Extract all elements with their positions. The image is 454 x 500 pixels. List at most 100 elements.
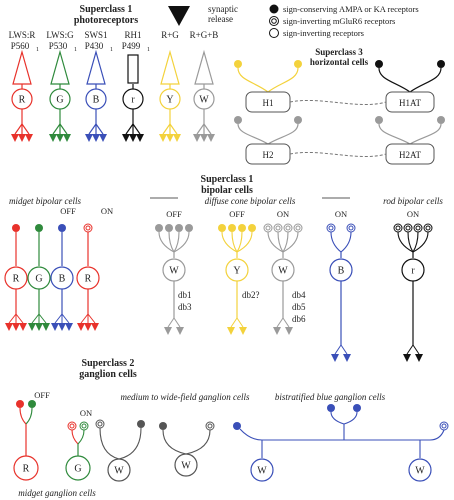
synapse-arrow-icon (19, 323, 27, 331)
double-receptor-icon (423, 223, 433, 233)
synapse-arrow-icon (85, 134, 93, 142)
bipolar-dendrite (412, 231, 429, 253)
h1-label: H1 (263, 98, 274, 108)
bipolar-branch (334, 344, 342, 355)
photoreceptor-name: R+G (161, 30, 179, 40)
ganglion-soma (250, 458, 274, 482)
synapse-arrow-icon (285, 327, 293, 335)
bipolar-branch (236, 317, 244, 328)
legend-label: sign-conserving AMPA or KA receptors (283, 4, 419, 14)
synapse-arrow-icon (200, 134, 208, 142)
double-receptor-inner (97, 421, 103, 427)
filled-receptor-icon (185, 224, 193, 232)
double-receptor-icon (403, 223, 413, 233)
cell-letter: G (74, 464, 81, 475)
bipolar-branch (412, 344, 420, 355)
double-receptor-icon (283, 223, 293, 233)
synapse-arrow-icon (122, 134, 130, 142)
synapse-arrow-icon (11, 134, 19, 142)
cell-letter: r (131, 95, 135, 106)
photoreceptor-name: SWS1 (84, 30, 107, 40)
bipolar-branch (282, 317, 290, 328)
cell-letter: Y (166, 95, 173, 106)
bipolar-dendrite (158, 231, 175, 253)
photoreceptors-title: Superclass 1 (80, 4, 133, 15)
photoreceptor-sub: 1 (110, 47, 113, 53)
db-label: db1 (178, 290, 192, 300)
double-receptor-inner (81, 423, 87, 429)
filled-receptor-icon (165, 224, 173, 232)
bipolar-branch (38, 313, 47, 324)
cell-letter: R (13, 274, 20, 285)
ganglion-subtitle: ganglion cells (79, 369, 137, 380)
cell-letter: W (278, 266, 288, 277)
double-receptor-inner (441, 423, 447, 429)
photoreceptor-branch (203, 123, 212, 135)
filled-receptor-icon (155, 224, 163, 232)
photoreceptor-branch (169, 123, 178, 135)
legend-label: sign-inverting receptors (283, 28, 364, 38)
double-receptor-inner (328, 225, 334, 231)
rod-on-label: ON (407, 209, 419, 219)
cell-letter: G (56, 95, 63, 106)
bipolar-dendrite (340, 231, 352, 253)
double-receptor-inner (395, 225, 401, 231)
db-label: db6 (292, 314, 306, 324)
double-receptor-inner (69, 423, 75, 429)
synapse-arrow-icon (63, 134, 71, 142)
photoreceptor-branch (21, 123, 30, 135)
synapse-arrow-icon (239, 327, 247, 335)
bipolar-branch (167, 317, 175, 328)
synapse-arrow-icon (129, 134, 137, 142)
synapse-arrow-icon (12, 323, 20, 331)
bipolar-title: Superclass 1 (201, 174, 254, 185)
bipolar-branch (61, 313, 70, 324)
photoreceptor-peak: P430 (85, 41, 104, 51)
filled-receptor-icon (175, 224, 183, 232)
cell-letter: W (181, 461, 191, 472)
ganglion-dendrite (77, 429, 85, 445)
cell-letter: G (35, 274, 42, 285)
midget-off-label: OFF (60, 206, 76, 216)
midget-on-label: ON (101, 206, 113, 216)
double-receptor-inner (415, 225, 421, 231)
synapse-arrow-icon (415, 354, 423, 362)
photoreceptor-sub: 1 (74, 47, 77, 53)
synapse-arrow-icon (164, 327, 172, 335)
filled-receptor-icon (228, 224, 236, 232)
diffuse-off-label: OFF (229, 209, 245, 219)
synapse-arrow-icon (25, 134, 33, 142)
synapse-arrow-icon (5, 323, 13, 331)
filled-receptor-icon (16, 400, 24, 408)
synapse-arrow-icon (176, 327, 184, 335)
synapse-arrow-icon (193, 134, 201, 142)
db-label: db5 (292, 302, 306, 312)
photoreceptor-name: RH1 (124, 30, 141, 40)
photoreceptor-name: LWS:G (46, 30, 74, 40)
photoreceptor-name: R+G+B (190, 30, 219, 40)
rod-outer-segment (127, 54, 139, 84)
double-receptor-inner (265, 225, 271, 231)
synapse-arrow-icon (56, 134, 64, 142)
photoreceptor-sub: 1 (147, 47, 150, 53)
photoreceptor-sub: 1 (36, 47, 39, 53)
filled-receptor-icon (353, 404, 361, 412)
ganglion-soma (408, 458, 432, 482)
photoreceptor-peak: P499 (122, 41, 141, 51)
midget-bipolar-label: midget bipolar cells (9, 196, 81, 206)
cone-outer-segment (194, 49, 214, 85)
midget-ganglion-label: midget ganglion cells (18, 488, 96, 498)
double-receptor-icon (393, 223, 403, 233)
filled-receptor-icon (233, 422, 241, 430)
double-receptor-icon (263, 223, 273, 233)
ganglion-off-label: OFF (34, 390, 50, 400)
legend-label: sign-inverting mGluR6 receptors (283, 16, 395, 26)
bipolar-dendrite (282, 231, 299, 253)
diffuse-bipolar-label: diffuse cone bipolar cells (205, 196, 296, 206)
bipolar-dendrite (407, 231, 414, 253)
bipolar-dendrite (236, 231, 253, 253)
double-receptor-icon (273, 223, 283, 233)
photoreceptor-branch (95, 123, 104, 135)
cone-outer-segment (12, 49, 32, 85)
